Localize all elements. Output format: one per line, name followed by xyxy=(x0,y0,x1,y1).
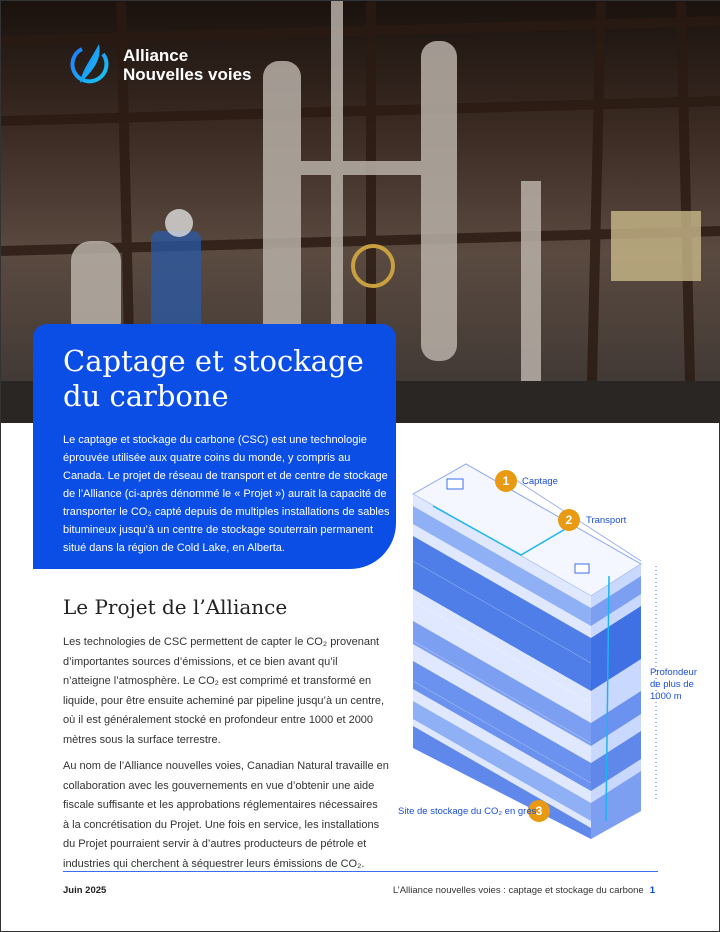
section-heading: Le Projet de l’Alliance xyxy=(63,595,288,619)
intro-text: Le captage et stockage du carbone (CSC) … xyxy=(63,434,390,554)
injection-well xyxy=(605,575,610,822)
step-1-badge: 1 xyxy=(495,470,517,492)
section-body: Les technologies de CSC permettent de ca… xyxy=(63,636,389,870)
pipeline xyxy=(432,505,580,556)
capture-facility-icon xyxy=(446,478,464,490)
footer-date: Juin 2025 xyxy=(63,885,107,896)
step-3-label: Site de stockage du CO₂ en grès xyxy=(398,806,537,817)
ccs-block-diagram xyxy=(411,463,657,839)
step-2-label: Transport xyxy=(586,515,627,526)
leaf-logo-icon xyxy=(70,44,109,84)
footer-title: L’Alliance nouvelles voies : captage et … xyxy=(393,885,655,896)
step-1-label: Captage xyxy=(522,476,558,487)
step-3-badge: 3 xyxy=(528,800,550,822)
title-line-1: Captage et stockage xyxy=(63,344,364,378)
footer-divider xyxy=(63,871,658,872)
brand-line2: Nouvelles voies xyxy=(123,65,252,84)
footer-title-text: L’Alliance nouvelles voies : captage et … xyxy=(392,885,644,896)
step-2-badge: 2 xyxy=(558,509,580,531)
brand-line1: Alliance xyxy=(123,46,189,65)
storage-facility-icon xyxy=(574,563,590,574)
title-line-2: du carbone xyxy=(63,379,229,413)
page-number: 1 xyxy=(649,885,655,896)
brand-logo: Alliance Nouvelles voies xyxy=(65,41,252,89)
